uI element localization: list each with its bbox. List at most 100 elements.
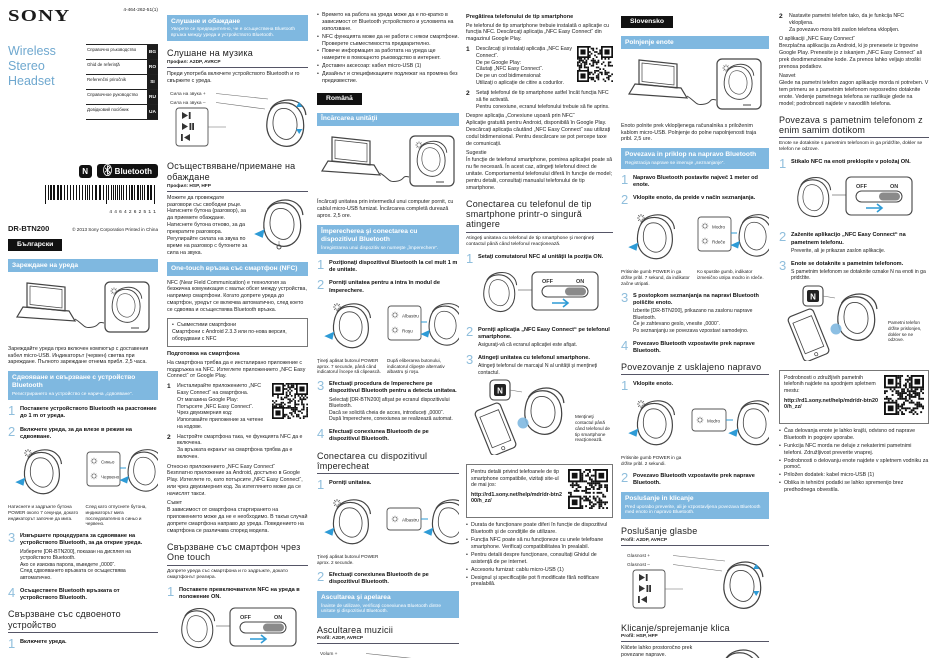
step-detail: Asiguraţi-vă că ecranul aplicaţiei este … xyxy=(478,342,578,349)
paragraph-text: Setaţi telefonul de tip smartphone astfe… xyxy=(476,90,610,110)
bullet-item: Podrobnosti o delovanju enote najdete v … xyxy=(779,458,929,472)
bullet-item: Oblika in tehnični podatki se lahko spre… xyxy=(779,480,929,494)
qr-code-wrapper xyxy=(568,468,608,514)
figure-connect: Ţineţi apăsat butonul POWER aprox. 2 sec… xyxy=(317,494,459,565)
step-detail: S pametnim telefonom se dotaknite oznake… xyxy=(791,268,926,282)
copyright-notice: © 2013 Sony Corporation Printed in China xyxy=(72,227,158,232)
figure-nfc-switch: OFF ON xyxy=(180,607,297,649)
section-heading: Conectarea cu dispozitivul împerecheat xyxy=(317,450,428,471)
figure-pairing: Pritisnite gumb POWER in ga držite pribl… xyxy=(621,209,769,286)
paragraph-text: Инсталирайте приложението „NFC Easy Conn… xyxy=(177,383,264,430)
section-band: Сдвояване и свързване с устройство Bluet… xyxy=(8,371,158,401)
step-number: 2 xyxy=(779,229,787,245)
step-detail: Selectaţi [DR-BTN200] afişat pe ecranul … xyxy=(329,396,453,423)
section-heading-group: Povezava s pametnim telefonom z enim sam… xyxy=(779,115,929,139)
body-paragraph: Относно приложението „NFC Easy Connect“ … xyxy=(167,463,303,498)
support-website-box: Pentru detalii privind telefoanele de ti… xyxy=(466,464,613,519)
step-instruction: Napravo Bluetooth postavite največ 1 met… xyxy=(633,174,758,189)
section-band-subtitle: Уверете се предварително, че е осъществе… xyxy=(171,27,296,38)
body-paragraph: Nasvet Glede na pametni telefon zagon ap… xyxy=(779,73,929,107)
bluetooth-wordmark: Bluetooth xyxy=(114,166,152,176)
smartphone-art xyxy=(474,402,517,457)
figure-smartphone: N xyxy=(779,285,883,366)
step-body: Efectuaţi conexiunea Bluetooth de pe dis… xyxy=(329,427,459,444)
bullet-item: Durata de funcţionare poate diferi în fu… xyxy=(466,522,613,536)
step-number: 1 xyxy=(8,403,16,419)
figure-nfc-switch: OFF ON xyxy=(466,268,613,321)
press-arrow-icon xyxy=(628,429,639,438)
figure-smartphone-touch: N xyxy=(474,379,565,457)
step-instruction: Включете уреда. xyxy=(20,638,67,645)
section-heading-subtitle: Enote se dotaknite s pametnim telefonom … xyxy=(779,141,923,153)
indicator-flash-icon xyxy=(701,238,709,245)
step-body: Vklopite enoto. xyxy=(633,379,769,392)
headset-earcup-art xyxy=(423,499,459,545)
step-body: Включете уреда, за да влезе в режим на с… xyxy=(20,425,158,442)
figure-power-on: Натиснете и задръжте бутона POWER около … xyxy=(8,444,81,527)
section-heading: Свързване със смартфон чрез One touch xyxy=(167,541,301,563)
paragraph-number: 2 xyxy=(779,13,783,20)
support-box-line: Podrobnosti o združljivih pametnih telef… xyxy=(784,374,876,395)
step-number: 3 xyxy=(621,289,629,305)
slide-arrow-icon xyxy=(249,634,267,644)
body-paragraph: O aplikaciji „NFC Easy Connect“ Brezplač… xyxy=(779,36,922,70)
press-arrow-icon xyxy=(628,242,639,252)
step-body: Napravo Bluetooth postavite največ 1 met… xyxy=(633,173,769,190)
step-instruction: Povezavo Bluetooth vzpostavite prek napr… xyxy=(633,472,755,487)
indicator-flash-icon xyxy=(332,499,342,508)
step-number: 1 xyxy=(8,635,16,651)
qr-code xyxy=(568,468,608,509)
step-number: 2 xyxy=(8,423,16,439)
headset-earcup-art xyxy=(723,64,755,101)
figure-volume-controls: Volum + Volum – xyxy=(320,651,408,658)
step-number: 1 xyxy=(317,256,325,272)
indicator-flash-icon xyxy=(90,472,97,480)
section-heading: Poslušanje glasbe xyxy=(621,525,698,536)
step-instruction: S postopkom seznanjanja na napravi Bluet… xyxy=(633,292,759,306)
figure-connect: Pritisnite gumb POWER in ga držite pribl… xyxy=(621,395,769,466)
figure-caption: След като отпуснете бутона, индикаторът … xyxy=(85,504,147,527)
step-body: Vklopite enoto, da preide v način seznan… xyxy=(633,193,769,206)
headset-earcup-art xyxy=(837,293,878,341)
indicator-color-label: Синьо xyxy=(101,460,115,465)
sub-section-lead: Подготовка на смартфона xyxy=(167,351,240,358)
step-body: Efectuaţi conexiunea Bluetooth de pe dis… xyxy=(329,570,459,587)
step-body: Поставете превключвателя NFC на уреда в … xyxy=(179,585,308,602)
language-code-tab: RO xyxy=(147,60,158,74)
bullet-item: Доставен аксесоар: кабел micro-USB (1) xyxy=(317,63,459,70)
step-body: Povezavo Bluetooth vzpostavite prek napr… xyxy=(633,471,769,488)
step-detail: Изберете [DR-BTN200], показан на дисплея… xyxy=(20,548,131,582)
section-heading: Осъществяване/приемане на обаждане xyxy=(167,161,296,182)
volume-up-arrow-icon xyxy=(295,102,302,108)
figure-indicator-blink: Albastru Roşu După eliberarea butonului,… xyxy=(387,298,459,375)
figure-indicator-blink: Синьо xyxy=(80,653,158,654)
language-section-band: Slovensko xyxy=(621,16,673,28)
figure-nfc-switch: OFF ON xyxy=(797,176,913,218)
section-heading-group: Свързване със сдвоеното устройство xyxy=(8,609,158,633)
call-instructions: Можете да провеждате разговори със свобо… xyxy=(167,194,248,257)
figure-caption: Ko spustite gumb, indikator izmenično ut… xyxy=(697,269,764,281)
step-body: Porniţi unitatea pentru a intra în modul… xyxy=(329,278,459,295)
section-band-title: Poslušanje in klicanje xyxy=(625,494,694,502)
headset-earcup-art xyxy=(253,198,304,247)
step-detail: Atingeţi telefonul de marcajul N al unit… xyxy=(478,363,598,376)
step-number: 1 xyxy=(621,378,629,394)
figure-indicator-blink: Синьо Червено След като отпуснете бутона… xyxy=(85,444,158,527)
guide-name-label: Довідковий посібник xyxy=(87,107,129,112)
figure-volume: Сила на звука + Сила на звука – xyxy=(167,87,308,154)
profile-line: Profil: HSP, HFP xyxy=(621,634,658,640)
headset-earcup-art xyxy=(725,649,759,658)
barcode xyxy=(43,185,158,209)
